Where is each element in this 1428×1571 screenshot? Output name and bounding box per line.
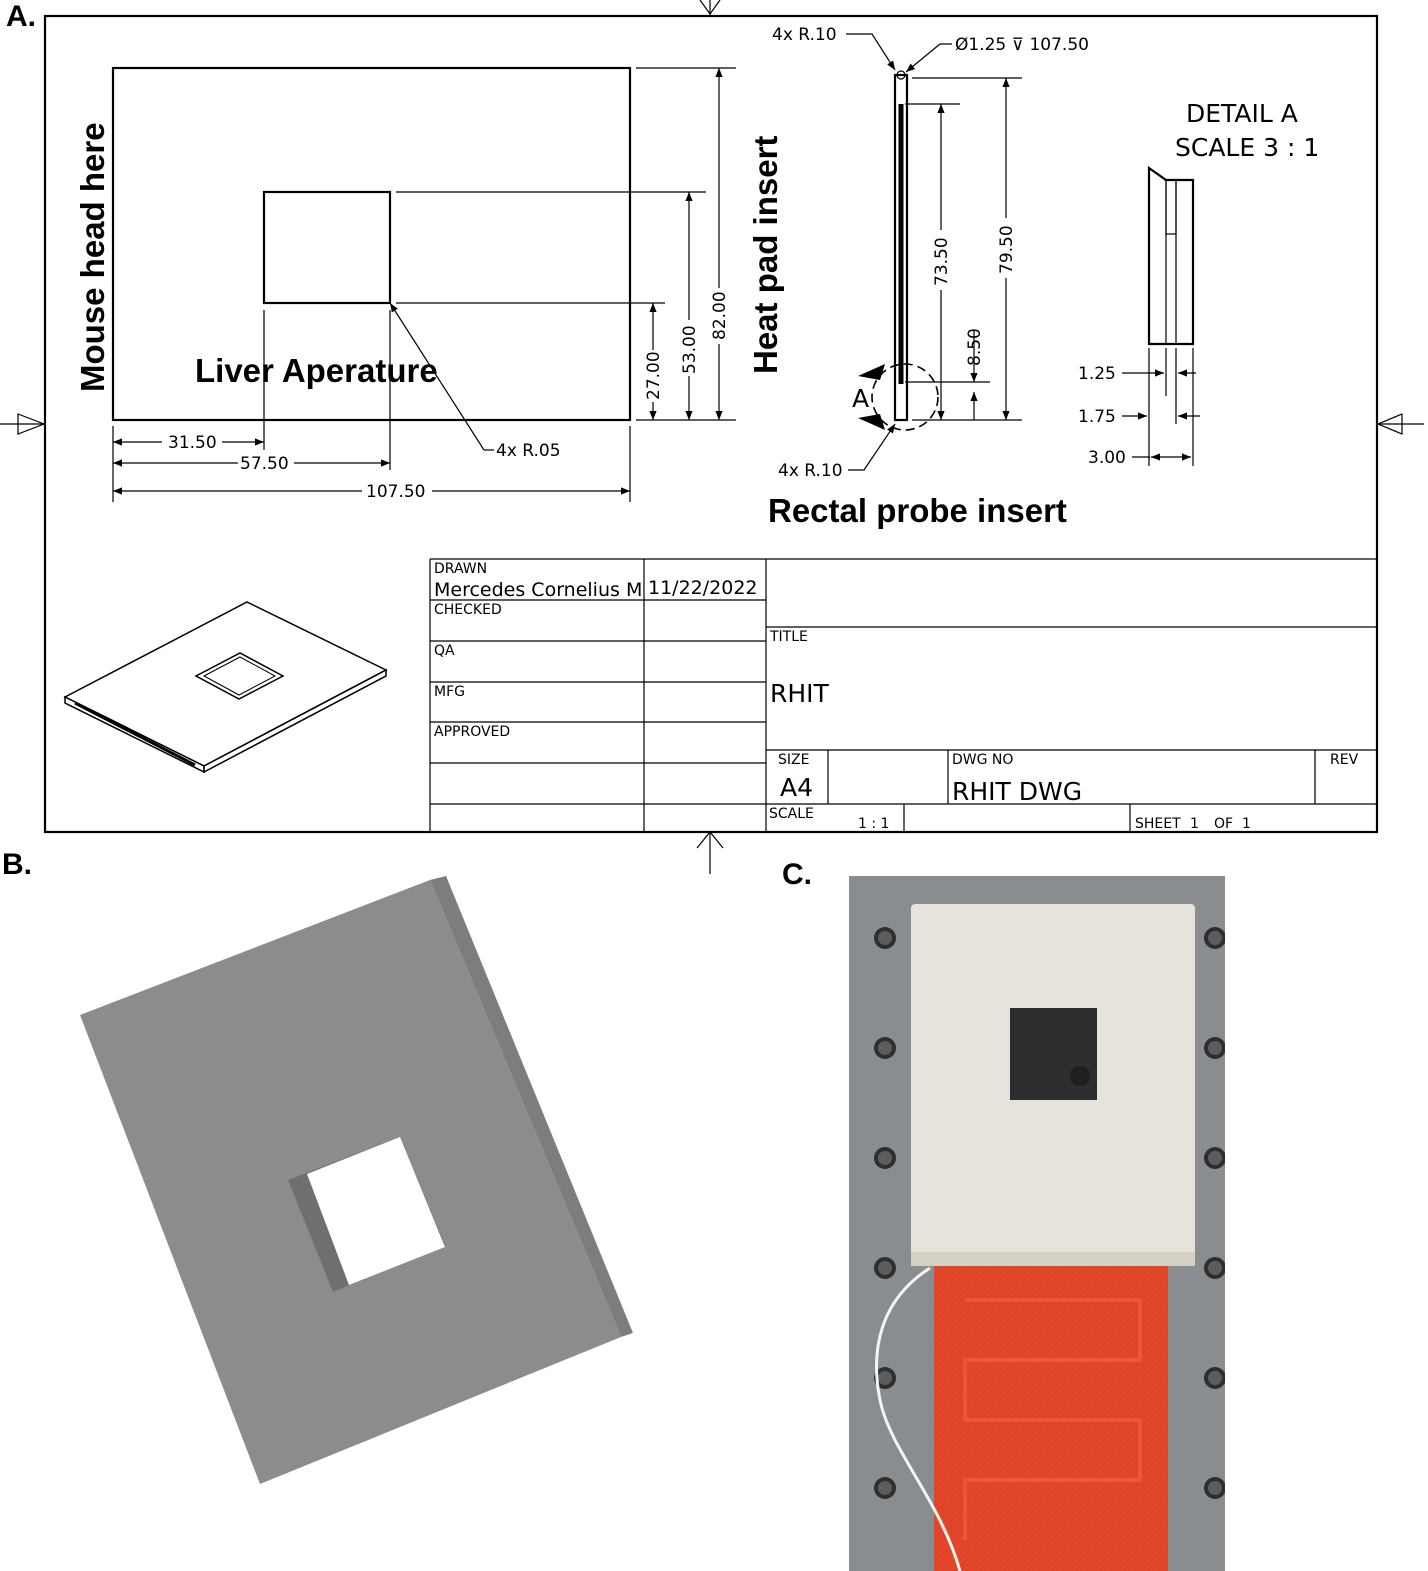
detail-circle	[871, 363, 939, 431]
size-value: A4	[780, 773, 813, 802]
drawn-name: Mercedes Cornelius M	[434, 579, 642, 601]
center-marks	[0, 0, 1424, 874]
title-label: TITLE	[769, 629, 808, 645]
dim-82-00: 82.00	[710, 291, 730, 340]
title-block: DRAWN Mercedes Cornelius M 11/22/2022 CH…	[429, 558, 1377, 832]
detail-scale: SCALE 3 : 1	[1175, 133, 1319, 162]
dim-1-75: 1.75	[1078, 407, 1116, 427]
detail-marker: A	[852, 384, 869, 413]
printed-aperture	[1010, 1008, 1097, 1100]
label-liver-aperture: Liver Aperature	[195, 352, 438, 389]
dim-radius-10-top: 4x R.10	[772, 25, 837, 45]
detail-title: DETAIL A	[1186, 99, 1298, 128]
panel-label-c: C.	[782, 858, 812, 891]
panel-label-a: A.	[6, 0, 36, 33]
sheet-label: SHEET	[1135, 816, 1181, 832]
title-value: RHIT	[770, 679, 830, 708]
plate-outline	[111, 66, 632, 422]
dim-31-50: 31.50	[168, 433, 217, 453]
drawn-date: 11/22/2022	[648, 577, 758, 599]
label-heat-pad: Heat pad insert	[747, 136, 784, 374]
dim-107-50: 107.50	[366, 482, 425, 502]
dim-53-00: 53.00	[680, 325, 700, 374]
liver-aperture-outline	[262, 190, 392, 305]
detail-a-view: DETAIL A SCALE 3 : 1 1.25 1.75 3.00	[1078, 99, 1319, 468]
label-mouse-head: Mouse head here	[74, 122, 111, 392]
approved-label: APPROVED	[434, 724, 510, 740]
render-plate-edge	[430, 876, 633, 1337]
drawn-label: DRAWN	[434, 561, 487, 577]
dim-3-00: 3.00	[1088, 448, 1126, 468]
dim-hole-depth: Ø1.25 ⊽ 107.50	[955, 35, 1089, 55]
sheet-value: 1	[1190, 816, 1199, 832]
render-aperture	[307, 1137, 445, 1285]
side-outline	[893, 73, 909, 422]
rev-label: REV	[1330, 752, 1359, 768]
dim-73-50: 73.50	[932, 237, 952, 286]
scale-value: 1 : 1	[858, 816, 889, 832]
label-rectal-probe: Rectal probe insert	[768, 492, 1067, 529]
checked-label: CHECKED	[434, 602, 502, 618]
panel-b: B.	[2, 848, 633, 1484]
isometric-view	[63, 601, 388, 774]
dwg-no-label: DWG NO	[952, 752, 1013, 768]
panel-a: A.	[0, 0, 1424, 874]
dim-57-50: 57.50	[240, 454, 289, 474]
scale-label: SCALE	[769, 806, 814, 822]
dim-radius-10-bottom: 4x R.10	[778, 461, 843, 481]
dim-8-50: 8.50	[965, 328, 985, 366]
photo	[849, 876, 1225, 1571]
of-label: OF	[1214, 816, 1233, 832]
dim-27-00: 27.00	[644, 351, 664, 400]
plate-side-view: Heat pad insert 73.50 79.50 8.50	[747, 25, 1089, 529]
plate-top-view: 31.50 57.50 107.50 27.00 53.00 82.00 4x …	[74, 66, 736, 502]
dim-1-25: 1.25	[1078, 364, 1116, 384]
mfg-label: MFG	[434, 684, 465, 700]
dim-radius-05: 4x R.05	[496, 441, 561, 461]
panel-c: C.	[782, 858, 1225, 1571]
qa-label: QA	[434, 643, 455, 659]
dwg-no-value: RHIT DWG	[952, 777, 1082, 806]
panel-label-b: B.	[2, 848, 32, 881]
probe-hole	[896, 70, 906, 80]
dim-79-50: 79.50	[997, 225, 1017, 274]
of-value: 1	[1242, 816, 1251, 832]
size-label: SIZE	[778, 752, 809, 768]
